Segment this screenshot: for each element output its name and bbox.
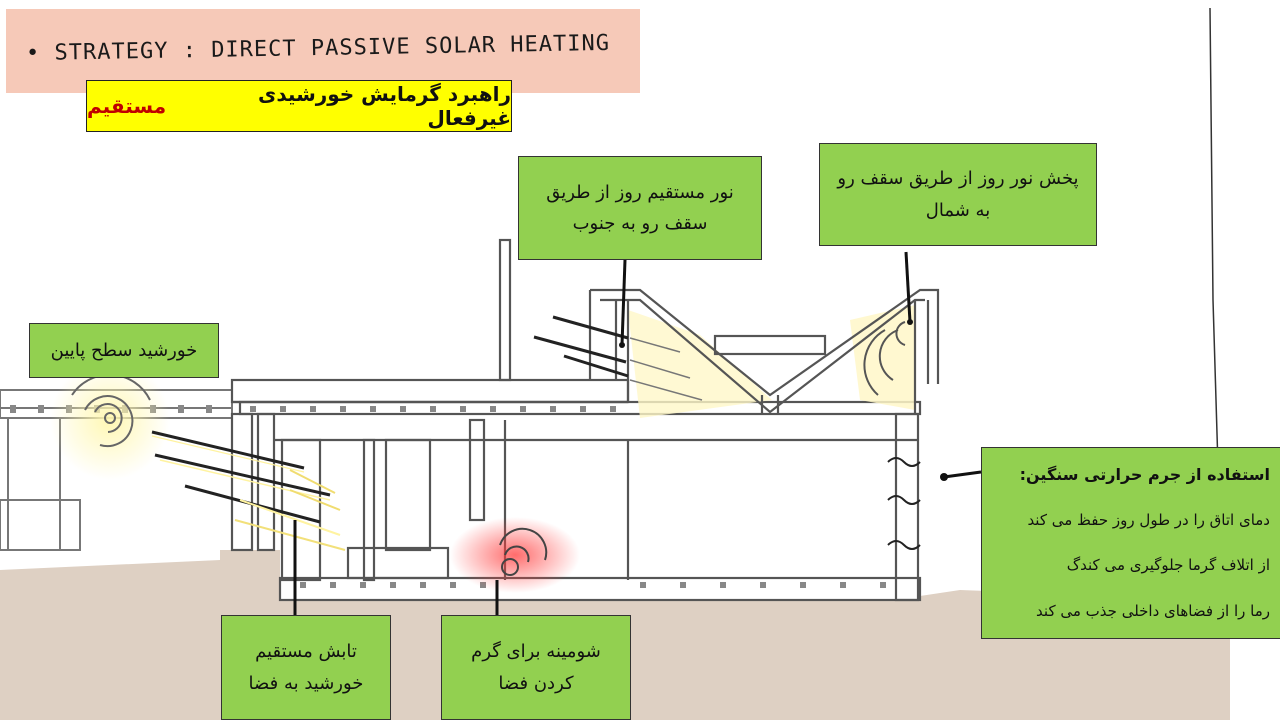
label-thermal-mass-point-3: رما را از فضاهای داخلی جذب می کند <box>1036 601 1270 620</box>
strategy-band <box>6 9 640 93</box>
low-sun-glow <box>50 360 170 480</box>
label-thermal-mass-point-2: از اتلاف گرما جلوگیری می کندگ <box>1066 556 1270 575</box>
label-direct-radiation-line-2: خورشید به فضا <box>248 672 364 694</box>
heat-wave-marks <box>887 457 921 550</box>
label-thermal-mass-heading: استفاده از جرم حرارتی سنگین: <box>1019 464 1270 484</box>
fireplace-glow <box>450 517 580 593</box>
label-north-daylight: پخش نور روز از طریق سقف رو به شمال <box>819 143 1097 246</box>
label-direct-radiation-line-1: تابش مستقیم <box>255 641 357 662</box>
main-building <box>230 238 922 602</box>
north-light-rings <box>863 321 906 396</box>
leader-dots <box>619 319 948 481</box>
butterfly-roof <box>588 288 940 414</box>
label-fireplace-line-2: کردن فضا <box>498 672 574 694</box>
roof-block-dots <box>250 406 886 588</box>
low-sun-rays <box>151 430 346 551</box>
south-clerestory-glow <box>628 310 772 418</box>
interior-south-rays <box>629 337 703 401</box>
label-thermal-mass-point-1: دمای اتاق را در طول روز حفظ می کند <box>1027 511 1270 530</box>
window-rays <box>289 469 341 511</box>
label-south-daylight: نور مستقیم روز از طریق سقف رو به جنوب <box>518 156 762 260</box>
label-south-daylight-line-2: سقف رو به جنوب <box>572 213 708 234</box>
north-clerestory-glow <box>850 305 915 410</box>
label-thermal-mass: استفاده از جرم حرارتی سنگین: دمای اتاق ر… <box>981 447 1280 639</box>
label-low-sun: خورشید سطح پایین <box>29 323 219 378</box>
south-clerestory-rays <box>533 315 629 378</box>
label-north-daylight-line-2: به شمال <box>925 199 991 221</box>
label-low-sun-text: خورشید سطح پایین <box>50 339 198 361</box>
fireplace-rings <box>499 527 548 576</box>
diagram-title: راهبرد گرمایش خورشیدی غیرفعال مستقیم <box>86 80 512 132</box>
label-fireplace-line-1: شومینه برای گرم <box>471 641 601 662</box>
label-direct-radiation: تابش مستقیم خورشید به فضا <box>221 615 391 720</box>
label-fireplace: شومینه برای گرم کردن فضا <box>441 615 631 720</box>
diagram-title-highlight: مستقیم <box>87 94 167 118</box>
leader-lines <box>293 251 982 615</box>
diagram-title-main: راهبرد گرمایش خورشیدی غیرفعال <box>258 82 511 130</box>
label-south-daylight-line-1: نور مستقیم روز از طریق <box>546 181 734 203</box>
label-north-daylight-line-1: پخش نور روز از طریق سقف رو <box>837 168 1079 189</box>
